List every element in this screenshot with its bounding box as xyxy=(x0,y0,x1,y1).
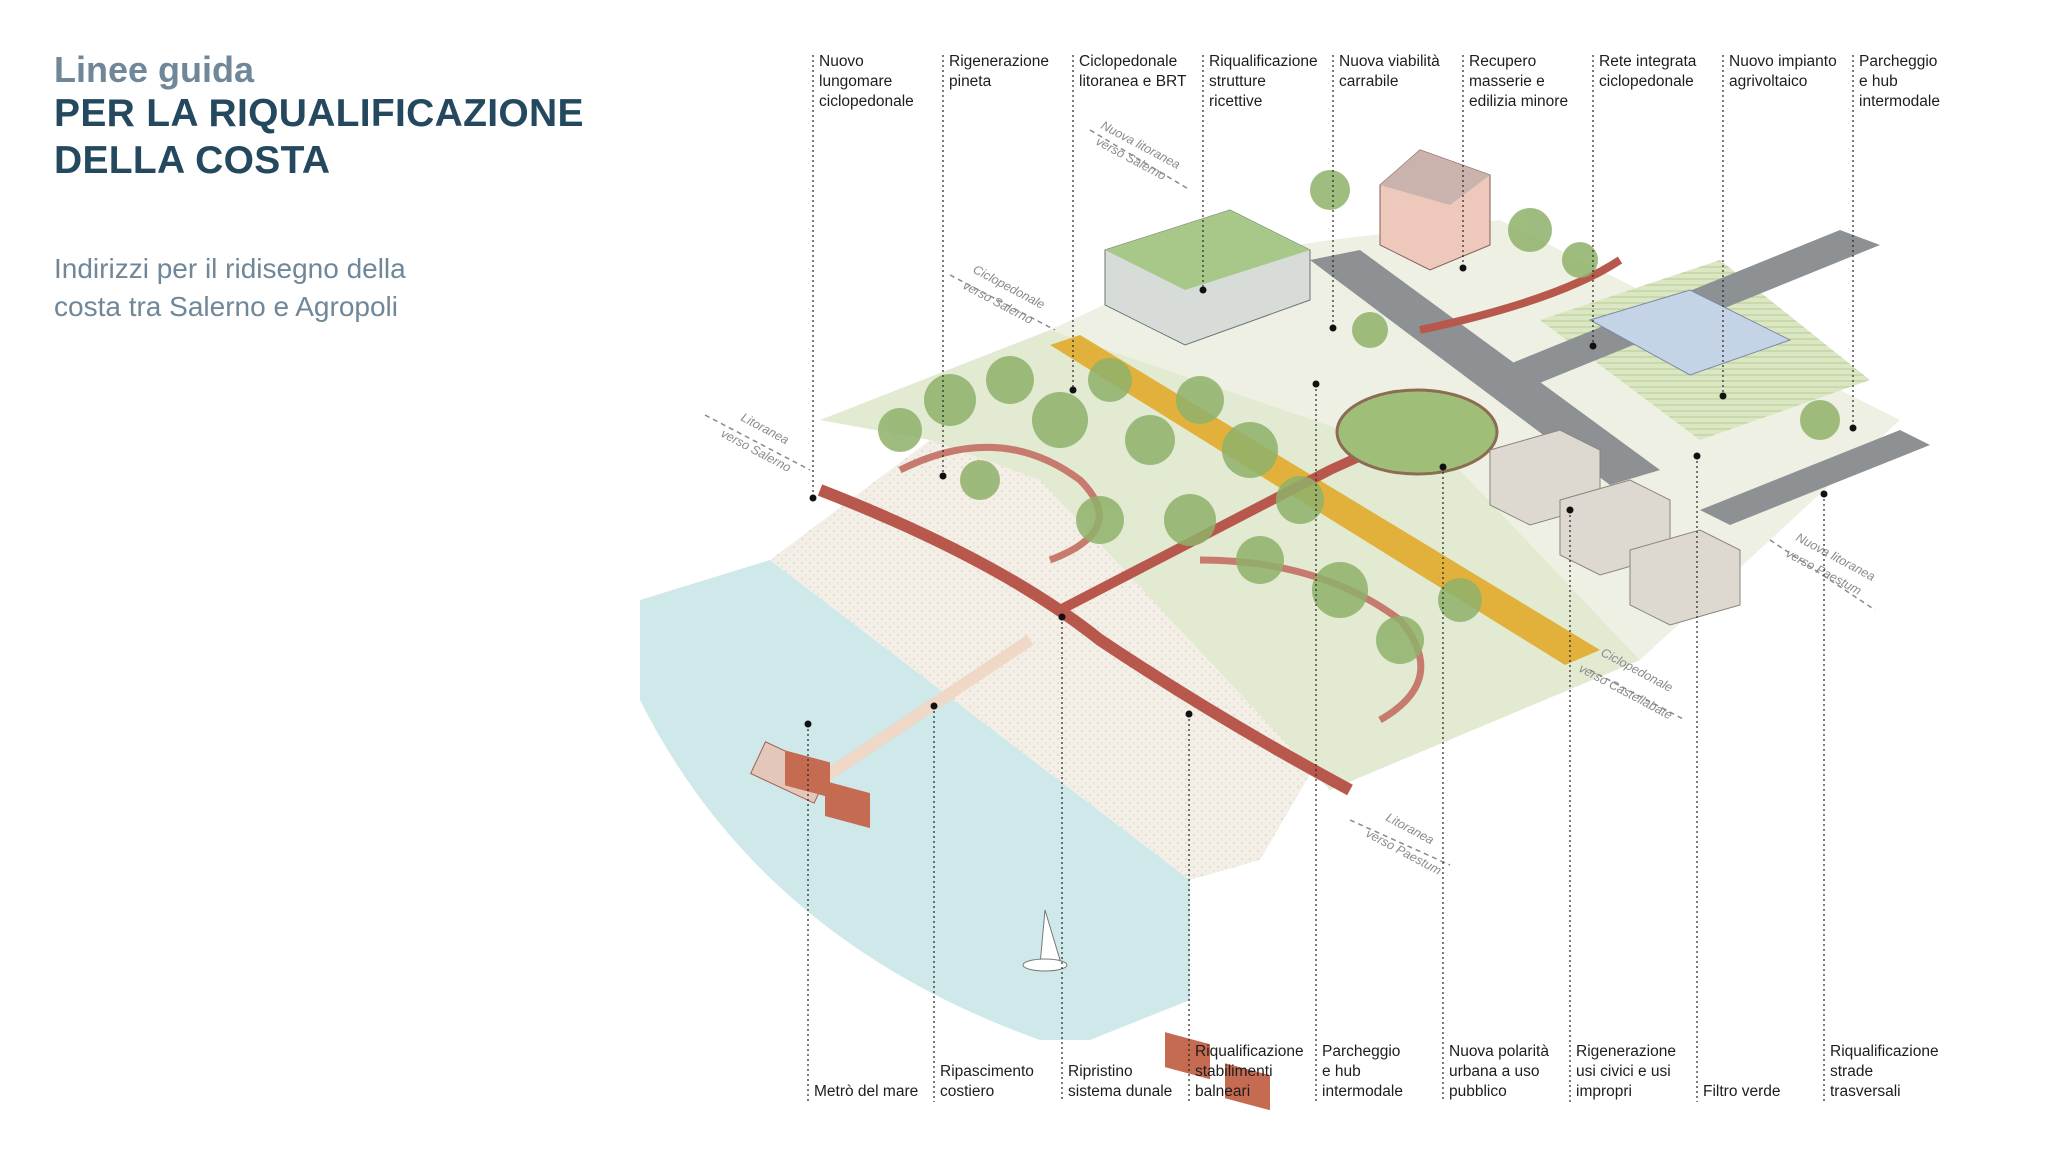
label-line xyxy=(1339,92,1440,112)
label-line xyxy=(940,1042,1034,1062)
label-line: Rigenerazione xyxy=(949,53,1049,70)
label-ripascimento: Ripascimento costiero xyxy=(940,1042,1034,1102)
label-line: Ripristino xyxy=(1068,1063,1133,1080)
top-leader-dots xyxy=(809,264,1857,502)
label-line xyxy=(1599,92,1696,112)
row-houses xyxy=(1489,429,1741,626)
road-transversal xyxy=(1310,250,1660,485)
label-ciclopedonale-litoranea: Ciclopedonale litoranea e BRT xyxy=(1079,52,1186,112)
top-leader-lines xyxy=(812,55,1854,498)
label-line: Rete integrata xyxy=(1599,53,1697,70)
beach-buildings xyxy=(785,750,1270,1111)
pier xyxy=(816,635,1034,785)
label-line: balneari xyxy=(1195,1083,1251,1100)
label-line: strutture xyxy=(1209,73,1266,90)
bottom-leader-dots xyxy=(804,380,1828,728)
label-line xyxy=(1729,92,1837,112)
label-nuova-polarita: Nuova polarità urbana a uso pubblico xyxy=(1449,1042,1549,1102)
label-line: trasversali xyxy=(1830,1083,1901,1100)
label-line: Recupero xyxy=(1469,53,1537,70)
label-line: Riqualificazione xyxy=(1830,1043,1939,1060)
label-line: Riqualificazione xyxy=(1195,1043,1304,1060)
label-line: intermodale xyxy=(1322,1083,1403,1100)
label-line: Ripascimento xyxy=(940,1063,1034,1080)
label-line: e hub xyxy=(1322,1063,1361,1080)
label-line xyxy=(1068,1042,1172,1062)
title-block: Linee guida PER LA RIQUALIFICAZIONE DELL… xyxy=(54,50,584,184)
label-rigenerazione-usi-civici: Rigenerazione usi civici e usi impropri xyxy=(1576,1042,1676,1102)
tree-canopy xyxy=(878,170,1840,664)
path-inland xyxy=(1419,256,1623,334)
label-line: stabilimenti xyxy=(1195,1063,1273,1080)
label-rigenerazione-pineta: Rigenerazione pineta xyxy=(949,52,1049,112)
label-line: costiero xyxy=(940,1083,995,1100)
label-rete-integrata: Rete integrata ciclopedonale xyxy=(1599,52,1696,112)
label-line: usi civici e usi xyxy=(1576,1063,1671,1080)
subtitle: Indirizzi per il ridisegno della costa t… xyxy=(54,250,406,326)
label-line: lungomare xyxy=(819,73,893,90)
label-recupero-masserie: Recupero masserie e edilizia minore xyxy=(1469,52,1568,112)
title-line-1: Linee guida xyxy=(54,49,255,90)
label-line: Nuova polarità xyxy=(1449,1043,1549,1060)
label-line: Parcheggio xyxy=(1859,53,1938,70)
label-nuova-viabilita: Nuova viabilità carrabile xyxy=(1339,52,1440,112)
label-line: strade xyxy=(1830,1063,1874,1080)
circular-plaza xyxy=(1335,388,1499,476)
label-parcheggio-hub-bottom: Parcheggio e hub intermodale xyxy=(1322,1042,1403,1102)
title-line-2: PER LA RIQUALIFICAZIONE xyxy=(54,92,584,135)
label-line: pineta xyxy=(949,73,992,90)
label-line: Filtro verde xyxy=(1703,1083,1781,1100)
label-line: edilizia minore xyxy=(1469,93,1569,110)
label-line: Rigenerazione xyxy=(1576,1043,1676,1060)
label-riqualificazione-strade: Riqualificazione strade trasversali xyxy=(1830,1042,1939,1102)
label-line xyxy=(1703,1062,1781,1082)
label-line: impropri xyxy=(1576,1083,1632,1100)
label-line: Parcheggio xyxy=(1322,1043,1401,1060)
label-parcheggio-hub-top: Parcheggio e hub intermodale xyxy=(1859,52,1940,112)
label-line: ciclopedonale xyxy=(1599,73,1694,90)
road-right xyxy=(1700,430,1930,525)
label-riqualificazione-strutture: Riqualificazione strutture ricettive xyxy=(1209,52,1318,112)
label-line: intermodale xyxy=(1859,93,1940,110)
label-line: Nuovo impianto xyxy=(1729,53,1837,70)
label-line: carrabile xyxy=(1339,73,1399,90)
label-line: Ciclopedonale xyxy=(1079,53,1178,70)
label-line: urbana a uso xyxy=(1449,1063,1540,1080)
label-line: masserie e xyxy=(1469,73,1545,90)
label-nuovo-impianto: Nuovo impianto agrivoltaico xyxy=(1729,52,1837,112)
label-line: litoranea e BRT xyxy=(1079,73,1187,90)
label-line xyxy=(814,1062,918,1082)
label-line: ciclopedonale xyxy=(819,93,914,110)
label-line: Nuovo xyxy=(819,53,864,70)
label-line: Nuova viabilità xyxy=(1339,53,1440,70)
sea-area xyxy=(640,560,1190,1040)
direction-arrows xyxy=(704,129,1876,866)
bottom-leader-lines xyxy=(807,384,1825,1102)
title-line-3: DELLA COSTA xyxy=(54,139,331,182)
label-metro-del-mare: Metrò del mare xyxy=(814,1042,918,1102)
label-line: e hub xyxy=(1859,73,1898,90)
label-ripristino-dunale: Ripristino sistema dunale xyxy=(1068,1042,1172,1102)
label-line: pubblico xyxy=(1449,1083,1507,1100)
path-lungomare xyxy=(817,484,1353,796)
greenhouse xyxy=(1588,289,1792,376)
label-line xyxy=(1703,1042,1781,1062)
label-line: agrivoltaico xyxy=(1729,73,1808,90)
subtitle-line-1: Indirizzi per il ridisegno della xyxy=(54,253,406,284)
label-line: sistema dunale xyxy=(1068,1083,1173,1100)
beach-area xyxy=(770,440,1330,880)
label-line: Metrò del mare xyxy=(814,1083,919,1100)
label-filtro-verde: Filtro verde xyxy=(1703,1042,1781,1102)
label-line xyxy=(1079,92,1186,112)
label-line: Riqualificazione xyxy=(1209,53,1318,70)
label-line: ricettive xyxy=(1209,93,1263,110)
label-line xyxy=(814,1042,918,1062)
subtitle-line-2: costa tra Salerno e Agropoli xyxy=(54,291,398,322)
label-riqualificazione-stabilimenti: Riqualificazione stabilimenti balneari xyxy=(1195,1042,1304,1102)
label-line xyxy=(949,92,1049,112)
label-nuovo-lungomare: Nuovo lungomare ciclopedonale xyxy=(819,52,914,112)
